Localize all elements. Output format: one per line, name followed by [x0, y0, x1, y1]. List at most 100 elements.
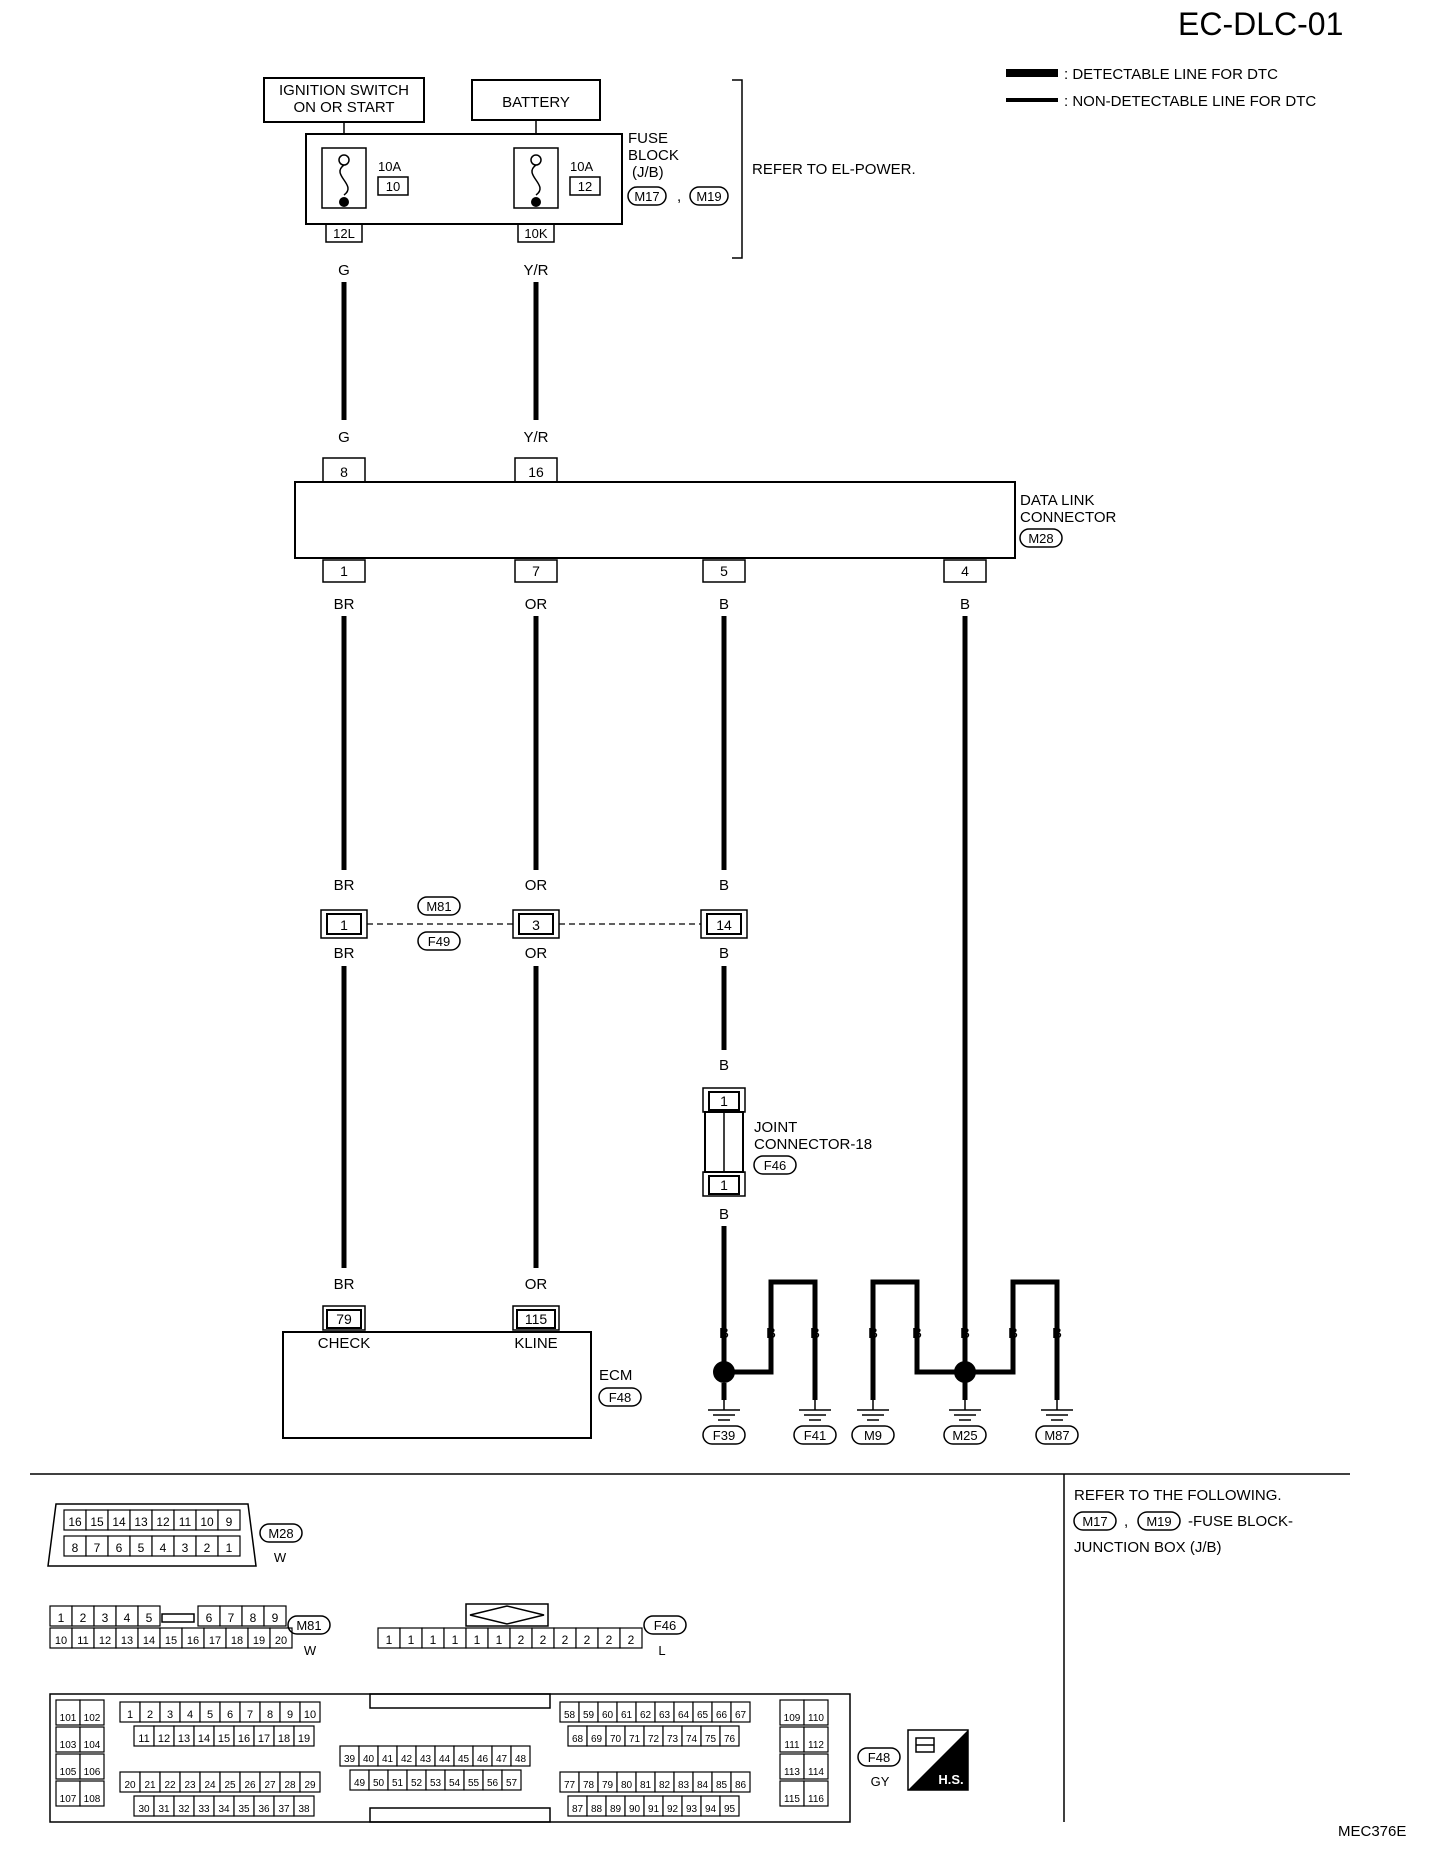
connector-pin-cell: 3 — [159, 1701, 181, 1723]
svg-text:86: 86 — [735, 1780, 747, 1791]
svg-text:10: 10 — [55, 1635, 67, 1647]
connector-pin-cell: 11 — [173, 1509, 197, 1531]
connector-pin-cell: 10 — [195, 1509, 219, 1531]
svg-text:G: G — [338, 429, 350, 446]
connector-pin-cell: 2 — [195, 1535, 219, 1557]
connector-pin-cell: 4 — [151, 1535, 175, 1557]
connector-pin-cell: 59 — [578, 1701, 599, 1723]
svg-text:B: B — [868, 1325, 878, 1342]
svg-text:B: B — [960, 1325, 970, 1342]
svg-text:22: 22 — [164, 1780, 176, 1791]
connector-pin-cell: 71 — [624, 1725, 645, 1747]
svg-text:79: 79 — [602, 1780, 614, 1791]
svg-text:81: 81 — [640, 1780, 652, 1791]
svg-text:5: 5 — [138, 1541, 145, 1555]
svg-text:76: 76 — [724, 1734, 736, 1745]
data-link-connector: 8 16 DATA LINK CONNECTOR M28 1 7 5 4 — [294, 457, 1117, 583]
svg-text:B: B — [719, 1325, 729, 1342]
svg-text:7: 7 — [228, 1611, 235, 1625]
svg-text:53: 53 — [430, 1778, 442, 1789]
svg-text:GY: GY — [871, 1774, 890, 1789]
connector-pin-cell: 116 — [803, 1780, 829, 1807]
svg-text:W: W — [274, 1550, 287, 1565]
svg-text:5: 5 — [146, 1611, 153, 1625]
connector-pin-cell: 110 — [803, 1699, 829, 1726]
connector-pin-cell: 47 — [491, 1745, 512, 1767]
svg-text:4: 4 — [187, 1709, 193, 1721]
ground-label: F39 — [713, 1428, 735, 1443]
svg-text:74: 74 — [686, 1734, 698, 1745]
wire-b-4: B — [960, 596, 970, 1356]
connector-pin-cell: 1 — [49, 1605, 73, 1627]
connector-pin-cell: 87 — [567, 1795, 588, 1817]
svg-text:11: 11 — [179, 1515, 192, 1529]
connector-pin-cell: 33 — [193, 1795, 215, 1817]
connector-pin-cell: 8 — [63, 1535, 87, 1557]
connector-pin-cell: 76 — [719, 1725, 740, 1747]
svg-text:M81: M81 — [296, 1618, 321, 1633]
ground-f41: F41 — [793, 1400, 837, 1445]
svg-text:3: 3 — [532, 917, 540, 933]
ground-label: F41 — [804, 1428, 826, 1443]
connector-pin-cell: 27 — [259, 1771, 281, 1793]
svg-text:(J/B): (J/B) — [632, 164, 664, 181]
svg-text:104: 104 — [84, 1740, 101, 1751]
connector-pin-cell: 13 — [129, 1509, 153, 1531]
svg-text:67: 67 — [735, 1710, 747, 1721]
connector-pin-cell: 35 — [233, 1795, 255, 1817]
connector-pin-cell: 7 — [219, 1605, 243, 1627]
svg-text:1: 1 — [386, 1633, 393, 1647]
connector-pin-cell: 93 — [681, 1795, 702, 1817]
svg-text:13: 13 — [134, 1515, 148, 1529]
svg-text:2: 2 — [562, 1633, 569, 1647]
svg-text:44: 44 — [439, 1754, 451, 1765]
connector-pin-cell: 1 — [399, 1627, 423, 1649]
connector-pin-cell: 5 — [199, 1701, 221, 1723]
svg-text:101: 101 — [60, 1713, 77, 1724]
connector-pin-cell: 50 — [368, 1769, 389, 1791]
svg-text:19: 19 — [298, 1733, 310, 1745]
connector-pin-cell: 68 — [567, 1725, 588, 1747]
svg-text:10A: 10A — [378, 159, 401, 174]
svg-text:39: 39 — [344, 1754, 356, 1765]
svg-text:FUSE: FUSE — [628, 130, 668, 147]
connector-pin-cell: 23 — [179, 1771, 201, 1793]
svg-text:Y/R: Y/R — [523, 429, 548, 446]
svg-text:,: , — [1124, 1513, 1128, 1530]
ground-network: B B B B B B B B — [713, 1279, 1062, 1400]
svg-text:115: 115 — [525, 1311, 548, 1327]
svg-text:B: B — [719, 945, 729, 962]
ground-f39: F39 — [702, 1400, 746, 1445]
svg-text:12L: 12L — [333, 226, 355, 241]
svg-text:106: 106 — [84, 1767, 101, 1778]
connector-pin-cell: 88 — [586, 1795, 607, 1817]
svg-text:1: 1 — [226, 1541, 233, 1555]
connector-pin-cell: 80 — [616, 1771, 637, 1793]
svg-text:1: 1 — [340, 917, 348, 933]
svg-text:JUNCTION BOX (J/B): JUNCTION BOX (J/B) — [1074, 1539, 1222, 1556]
svg-text:2: 2 — [80, 1611, 87, 1625]
svg-text:15: 15 — [218, 1733, 230, 1745]
connector-pin-cell: 49 — [349, 1769, 370, 1791]
svg-text:1: 1 — [430, 1633, 437, 1647]
svg-text:1: 1 — [127, 1709, 133, 1721]
connector-pin-cell: 28 — [279, 1771, 301, 1793]
connector-pin-cell: 52 — [406, 1769, 427, 1791]
svg-text:20: 20 — [275, 1635, 287, 1647]
svg-text:1: 1 — [340, 563, 348, 579]
svg-text:20: 20 — [124, 1780, 136, 1791]
svg-text:62: 62 — [640, 1710, 652, 1721]
svg-text:26: 26 — [244, 1780, 256, 1791]
svg-text:49: 49 — [354, 1778, 366, 1789]
svg-text:94: 94 — [705, 1804, 717, 1815]
connector-pin-cell: 26 — [239, 1771, 261, 1793]
svg-text:63: 63 — [659, 1710, 671, 1721]
connector-pin-cell: 14 — [137, 1627, 161, 1649]
ground-m87: M87 — [1035, 1400, 1079, 1445]
svg-text:115: 115 — [784, 1794, 800, 1805]
connector-pin-cell: 18 — [225, 1627, 249, 1649]
svg-text:4: 4 — [160, 1541, 167, 1555]
svg-text:16: 16 — [528, 464, 544, 480]
